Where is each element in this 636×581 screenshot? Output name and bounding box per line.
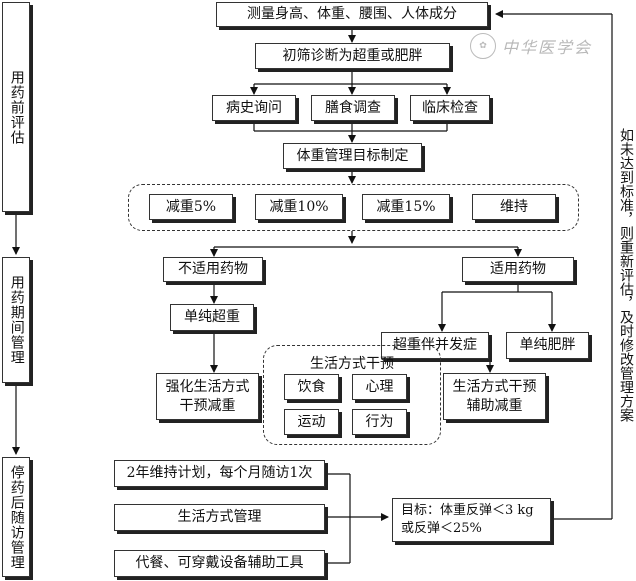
intensified-line: 干预减重 [179, 397, 236, 414]
lifestyle-psychology: 心理 [352, 374, 407, 400]
lifestyle-intervention-group [263, 345, 441, 445]
lifestyle-diet: 饮食 [284, 374, 339, 400]
intensified-lifestyle-box: 强化生活方式 干预减重 [156, 373, 259, 420]
reassessment-note: 如未达到标准，则重新评估，及时修改管理方案 [618, 128, 634, 422]
goal-option-15: 减重15% [362, 194, 450, 220]
simple-obesity-box: 单纯肥胖 [506, 332, 589, 359]
target-box: 目标：体重反弹＜3 kg 或反弹＜25% [392, 498, 551, 542]
followup-plan-box: 2年维持计划，每个月随访1次 [114, 460, 325, 487]
followup-lifestyle-box: 生活方式管理 [114, 504, 325, 531]
goal-option-10: 减重10% [255, 194, 343, 220]
not-suitable-box: 不适用药物 [163, 257, 263, 282]
target-line: 目标：体重反弹＜3 kg [401, 503, 534, 519]
assisted-weight-loss-box: 生活方式干预 辅助减重 [443, 373, 546, 420]
goal-option-5: 减重5% [149, 194, 233, 220]
lifestyle-title: 生活方式干预 [310, 356, 394, 372]
seal-icon: ✿ [470, 33, 496, 59]
phase-during-medication: 用药期间管理 [2, 257, 30, 383]
diagnosis-box: 初筛诊断为超重或肥胖 [255, 43, 450, 69]
assisted-line: 辅助减重 [466, 397, 523, 414]
suitable-box: 适用药物 [462, 257, 574, 282]
intensified-line: 强化生活方式 [165, 378, 250, 395]
watermark-logo: ✿ 中华医学会 [470, 32, 628, 60]
clinical-exam-box: 临床检查 [410, 95, 490, 121]
assisted-line: 生活方式干预 [452, 378, 537, 395]
phase-post-medication: 停药后随访管理 [2, 457, 30, 577]
phase-label: 停药后随访管理 [8, 464, 25, 570]
followup-tools-box: 代餐、可穿戴设备辅助工具 [114, 550, 325, 577]
target-line: 或反弹＜25% [401, 521, 482, 536]
lifestyle-exercise: 运动 [284, 409, 339, 435]
goal-options-group [128, 184, 579, 231]
diet-survey-box: 膳食调查 [311, 95, 395, 121]
phase-pre-medication: 用药前评估 [2, 2, 30, 212]
watermark-text: 中华医学会 [502, 38, 593, 57]
lifestyle-behavior: 行为 [352, 409, 407, 435]
goal-setting-box: 体重管理目标制定 [283, 143, 422, 169]
phase-label: 用药前评估 [8, 69, 25, 145]
simple-overweight-box: 单纯超重 [170, 304, 254, 331]
complications-box: 超重伴并发症 [381, 332, 489, 359]
history-box: 病史询问 [212, 95, 296, 121]
phase-label: 用药期间管理 [8, 275, 25, 365]
measure-box: 测量身高、体重、腰围、人体成分 [216, 2, 488, 27]
goal-option-maintain: 维持 [472, 194, 556, 220]
